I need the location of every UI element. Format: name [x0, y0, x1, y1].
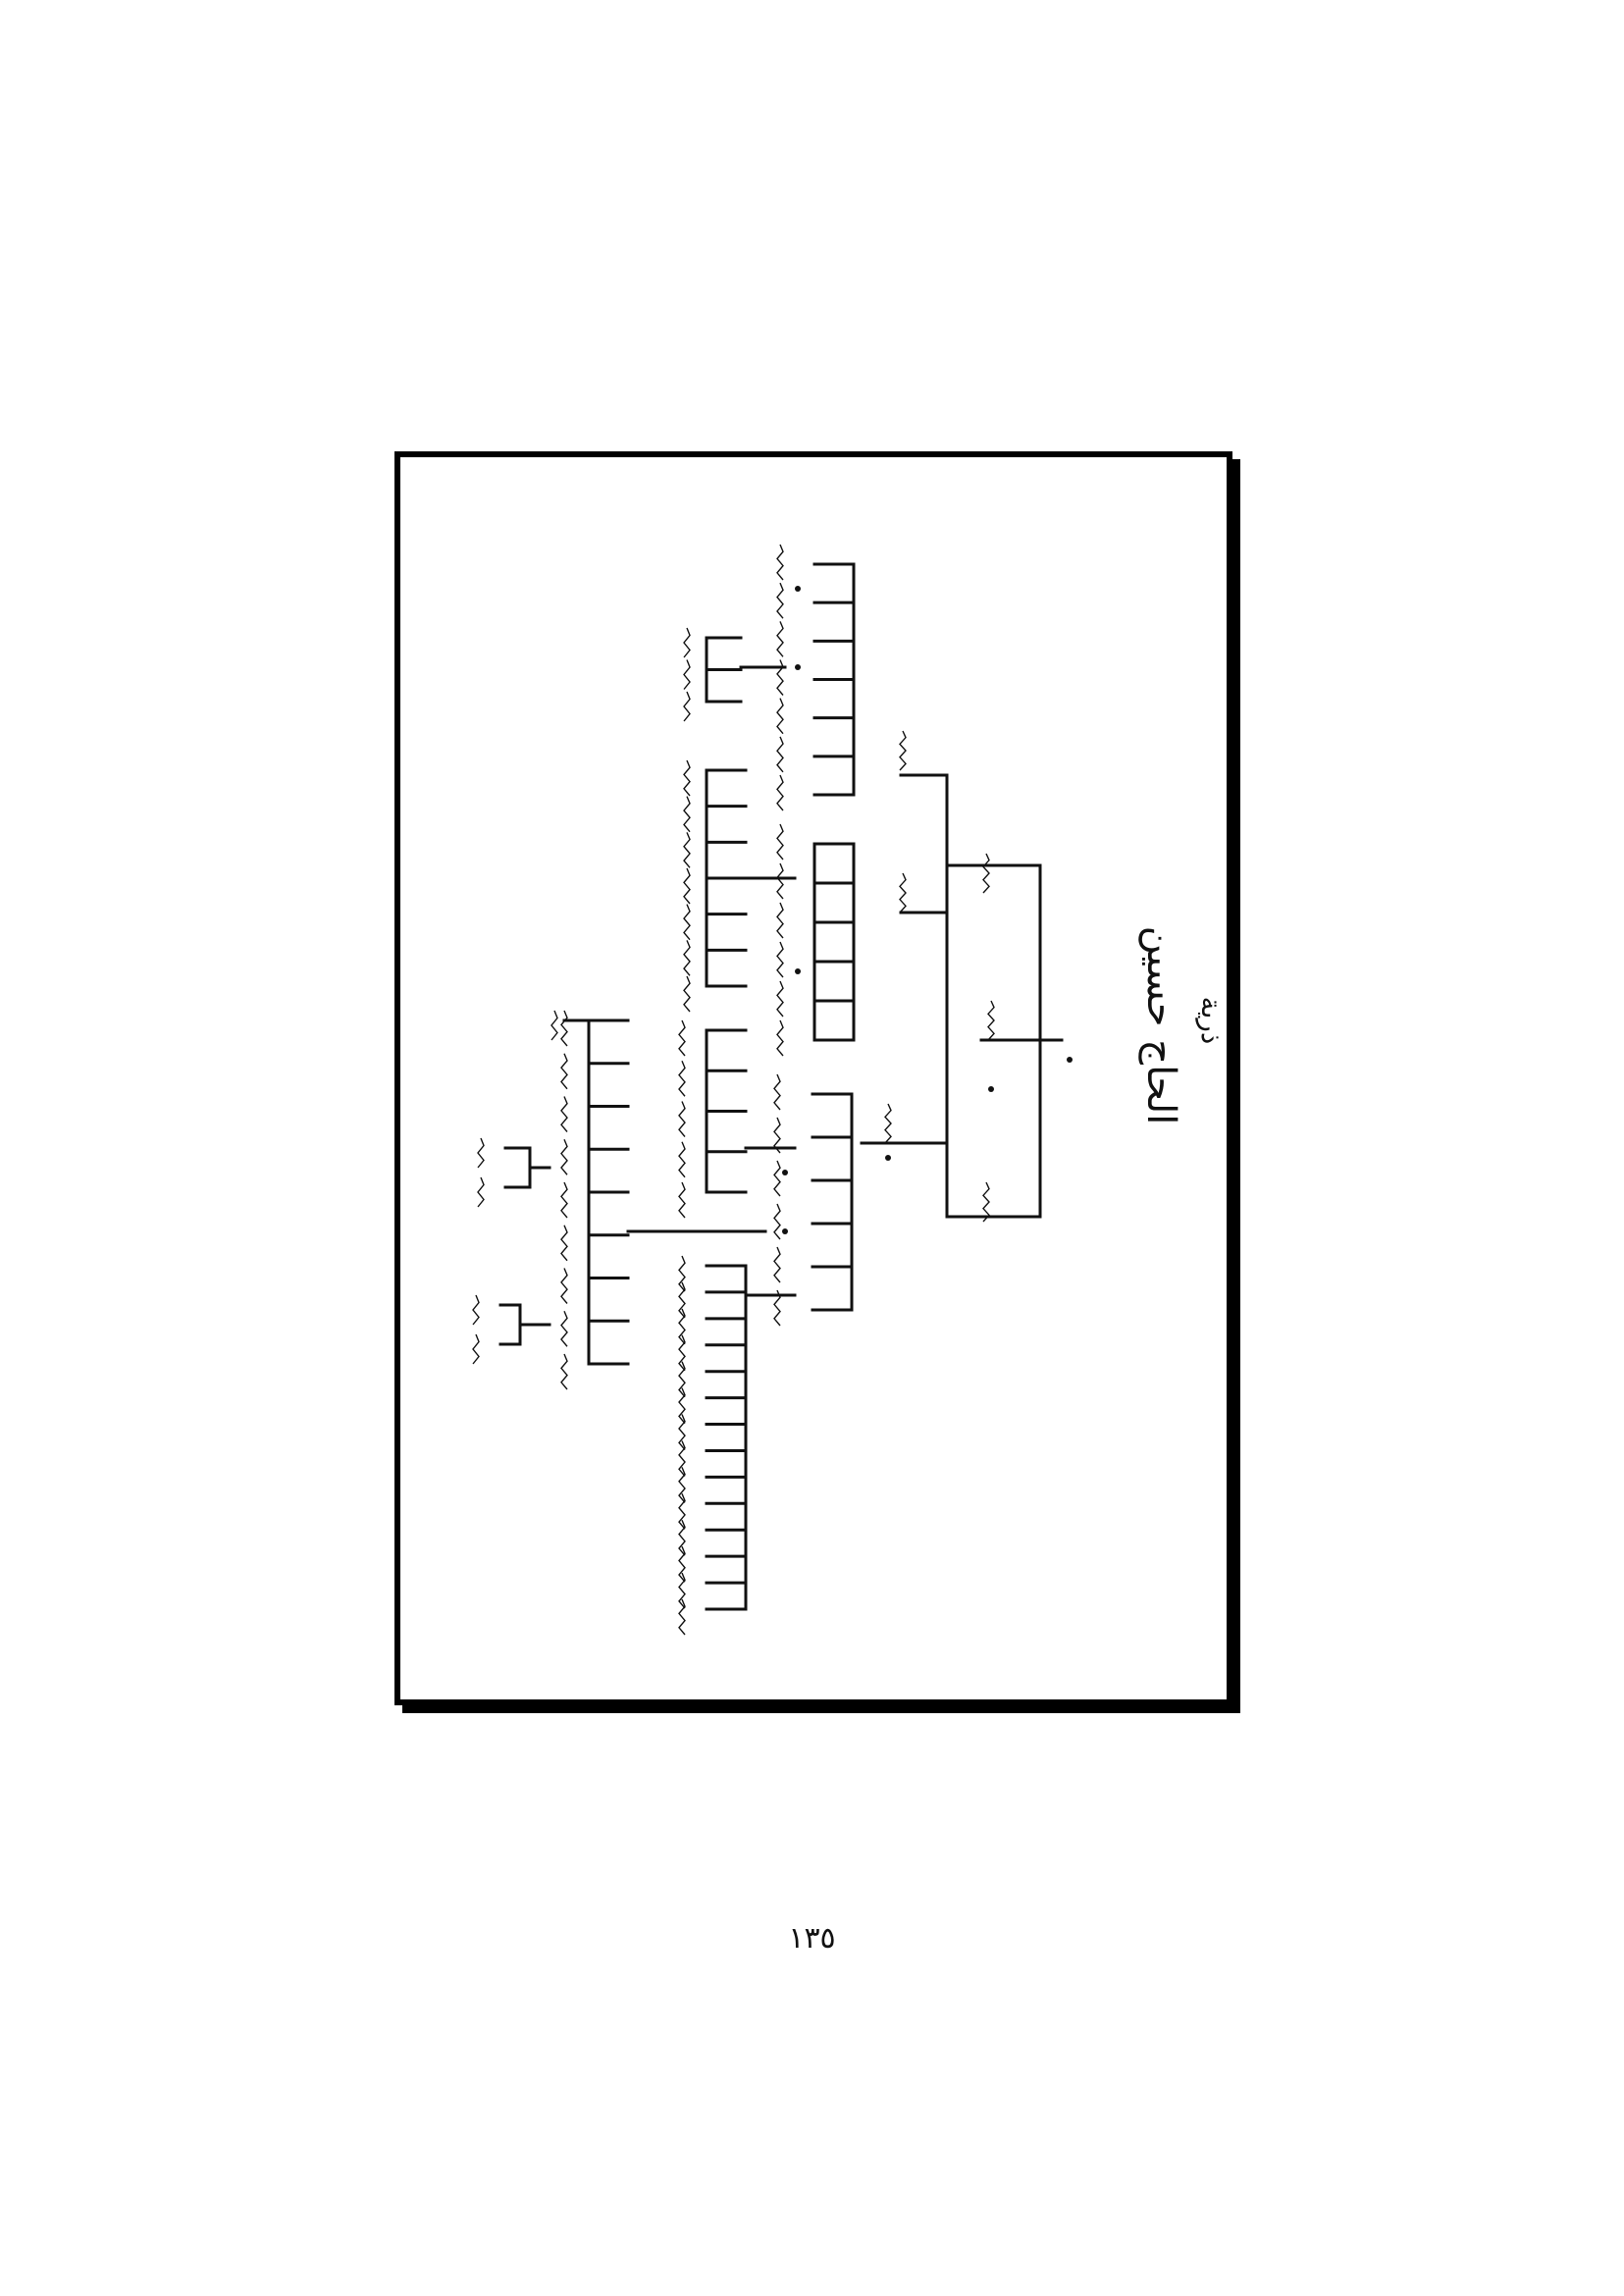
comb-10-label-0: [477, 1137, 485, 1169]
comb-9-label-7: [560, 1310, 568, 1347]
comb-5-label-5: [683, 940, 691, 976]
comb-9-label-4: [560, 1181, 568, 1219]
comb-7-label-2: [678, 1101, 686, 1137]
comb-7-label-0: [678, 1019, 686, 1057]
comb-5-label-1: [683, 796, 691, 833]
comb-2-label-1: [776, 862, 784, 900]
comb-1-label-3: [776, 659, 784, 696]
comb-1-dot-b: [795, 664, 801, 670]
comb-1-label-4: [776, 698, 784, 735]
comb-7-label-1: [678, 1060, 686, 1097]
comb-8-label-8: [678, 1467, 686, 1503]
comb-11-label-1: [472, 1333, 480, 1365]
comb-6-dot-b: [782, 1228, 788, 1234]
branch-3-name: [982, 1181, 990, 1223]
comb-7-label-4: [678, 1181, 686, 1219]
comb-5-label-3: [683, 867, 691, 905]
comb-1-label-2: [776, 621, 784, 657]
branch-2-dot: [988, 1086, 994, 1092]
comb-1-label-6: [776, 774, 784, 811]
comb-9-label-2: [560, 1096, 568, 1132]
comb-7-label-3: [678, 1141, 686, 1178]
comb-2-dot: [795, 968, 801, 974]
comb-8-label-4: [678, 1361, 686, 1398]
comb-9-label-6: [560, 1268, 568, 1304]
branch-1-name: [982, 853, 990, 894]
comb-10-label-1: [477, 1176, 485, 1208]
figure-title-line2: الحاج حسين: [1138, 926, 1183, 1125]
comb-8-label-13: [678, 1598, 686, 1636]
root-dot: [1067, 1057, 1073, 1063]
comb-2-label-5: [776, 1019, 784, 1057]
lower-node-a: [884, 1103, 892, 1144]
comb-8-label-1: [678, 1281, 686, 1319]
comb-9-label-3: [560, 1138, 568, 1175]
comb-4-label-0: [683, 627, 691, 658]
lower-node-dot: [885, 1155, 891, 1161]
comb-8-label-10: [678, 1519, 686, 1556]
comb-6-dot-a: [782, 1170, 788, 1175]
comb-8-label-2: [678, 1308, 686, 1345]
comb-4-label-1: [683, 659, 691, 690]
comb-6-label-3: [773, 1203, 781, 1240]
comb-6-label-2: [773, 1160, 781, 1197]
genealogy-figure-frame: ذرية الحاج حسين: [394, 451, 1232, 1705]
comb-9-head: [550, 1010, 558, 1041]
comb-5-label-4: [683, 904, 691, 941]
comb-6-label-4: [773, 1246, 781, 1283]
comb-5-label-0: [683, 759, 691, 797]
comb-5-label-6: [683, 975, 691, 1013]
comb-1-label-1: [776, 582, 784, 619]
branch-2-name: [987, 1000, 995, 1041]
upper-node-b: [899, 872, 907, 913]
comb-1-label-0: [776, 544, 784, 581]
comb-2-label-0: [776, 823, 784, 861]
comb-2-label-2: [776, 902, 784, 939]
comb-8-label-5: [678, 1387, 686, 1425]
comb-8-label-0: [678, 1255, 686, 1292]
comb-6-label-0: [773, 1073, 781, 1111]
comb-5-label-2: [683, 832, 691, 868]
comb-8-label-7: [678, 1440, 686, 1477]
comb-9-label-1: [560, 1053, 568, 1090]
comb-2-label-4: [776, 980, 784, 1018]
comb-1-label-5: [776, 736, 784, 773]
comb-9-label-5: [560, 1225, 568, 1262]
comb-1-dot-a: [795, 586, 801, 592]
comb-11-label-0: [472, 1294, 480, 1326]
comb-8-label-9: [678, 1493, 686, 1530]
figure-title-line1: ذرية: [1195, 997, 1227, 1045]
comb-2-label-3: [776, 941, 784, 978]
page-number: ١٣٥: [788, 1921, 836, 1956]
comb-8-label-12: [678, 1572, 686, 1609]
comb-9-label-0: [560, 1010, 568, 1047]
upper-node-a: [899, 730, 907, 771]
comb-8-label-11: [678, 1545, 686, 1583]
comb-4-label-2: [683, 691, 691, 722]
comb-8-label-3: [678, 1334, 686, 1372]
comb-8-label-6: [678, 1414, 686, 1450]
genealogy-tree-diagram: ذرية الحاج حسين: [472, 544, 1227, 1636]
comb-9-label-8: [560, 1353, 568, 1390]
